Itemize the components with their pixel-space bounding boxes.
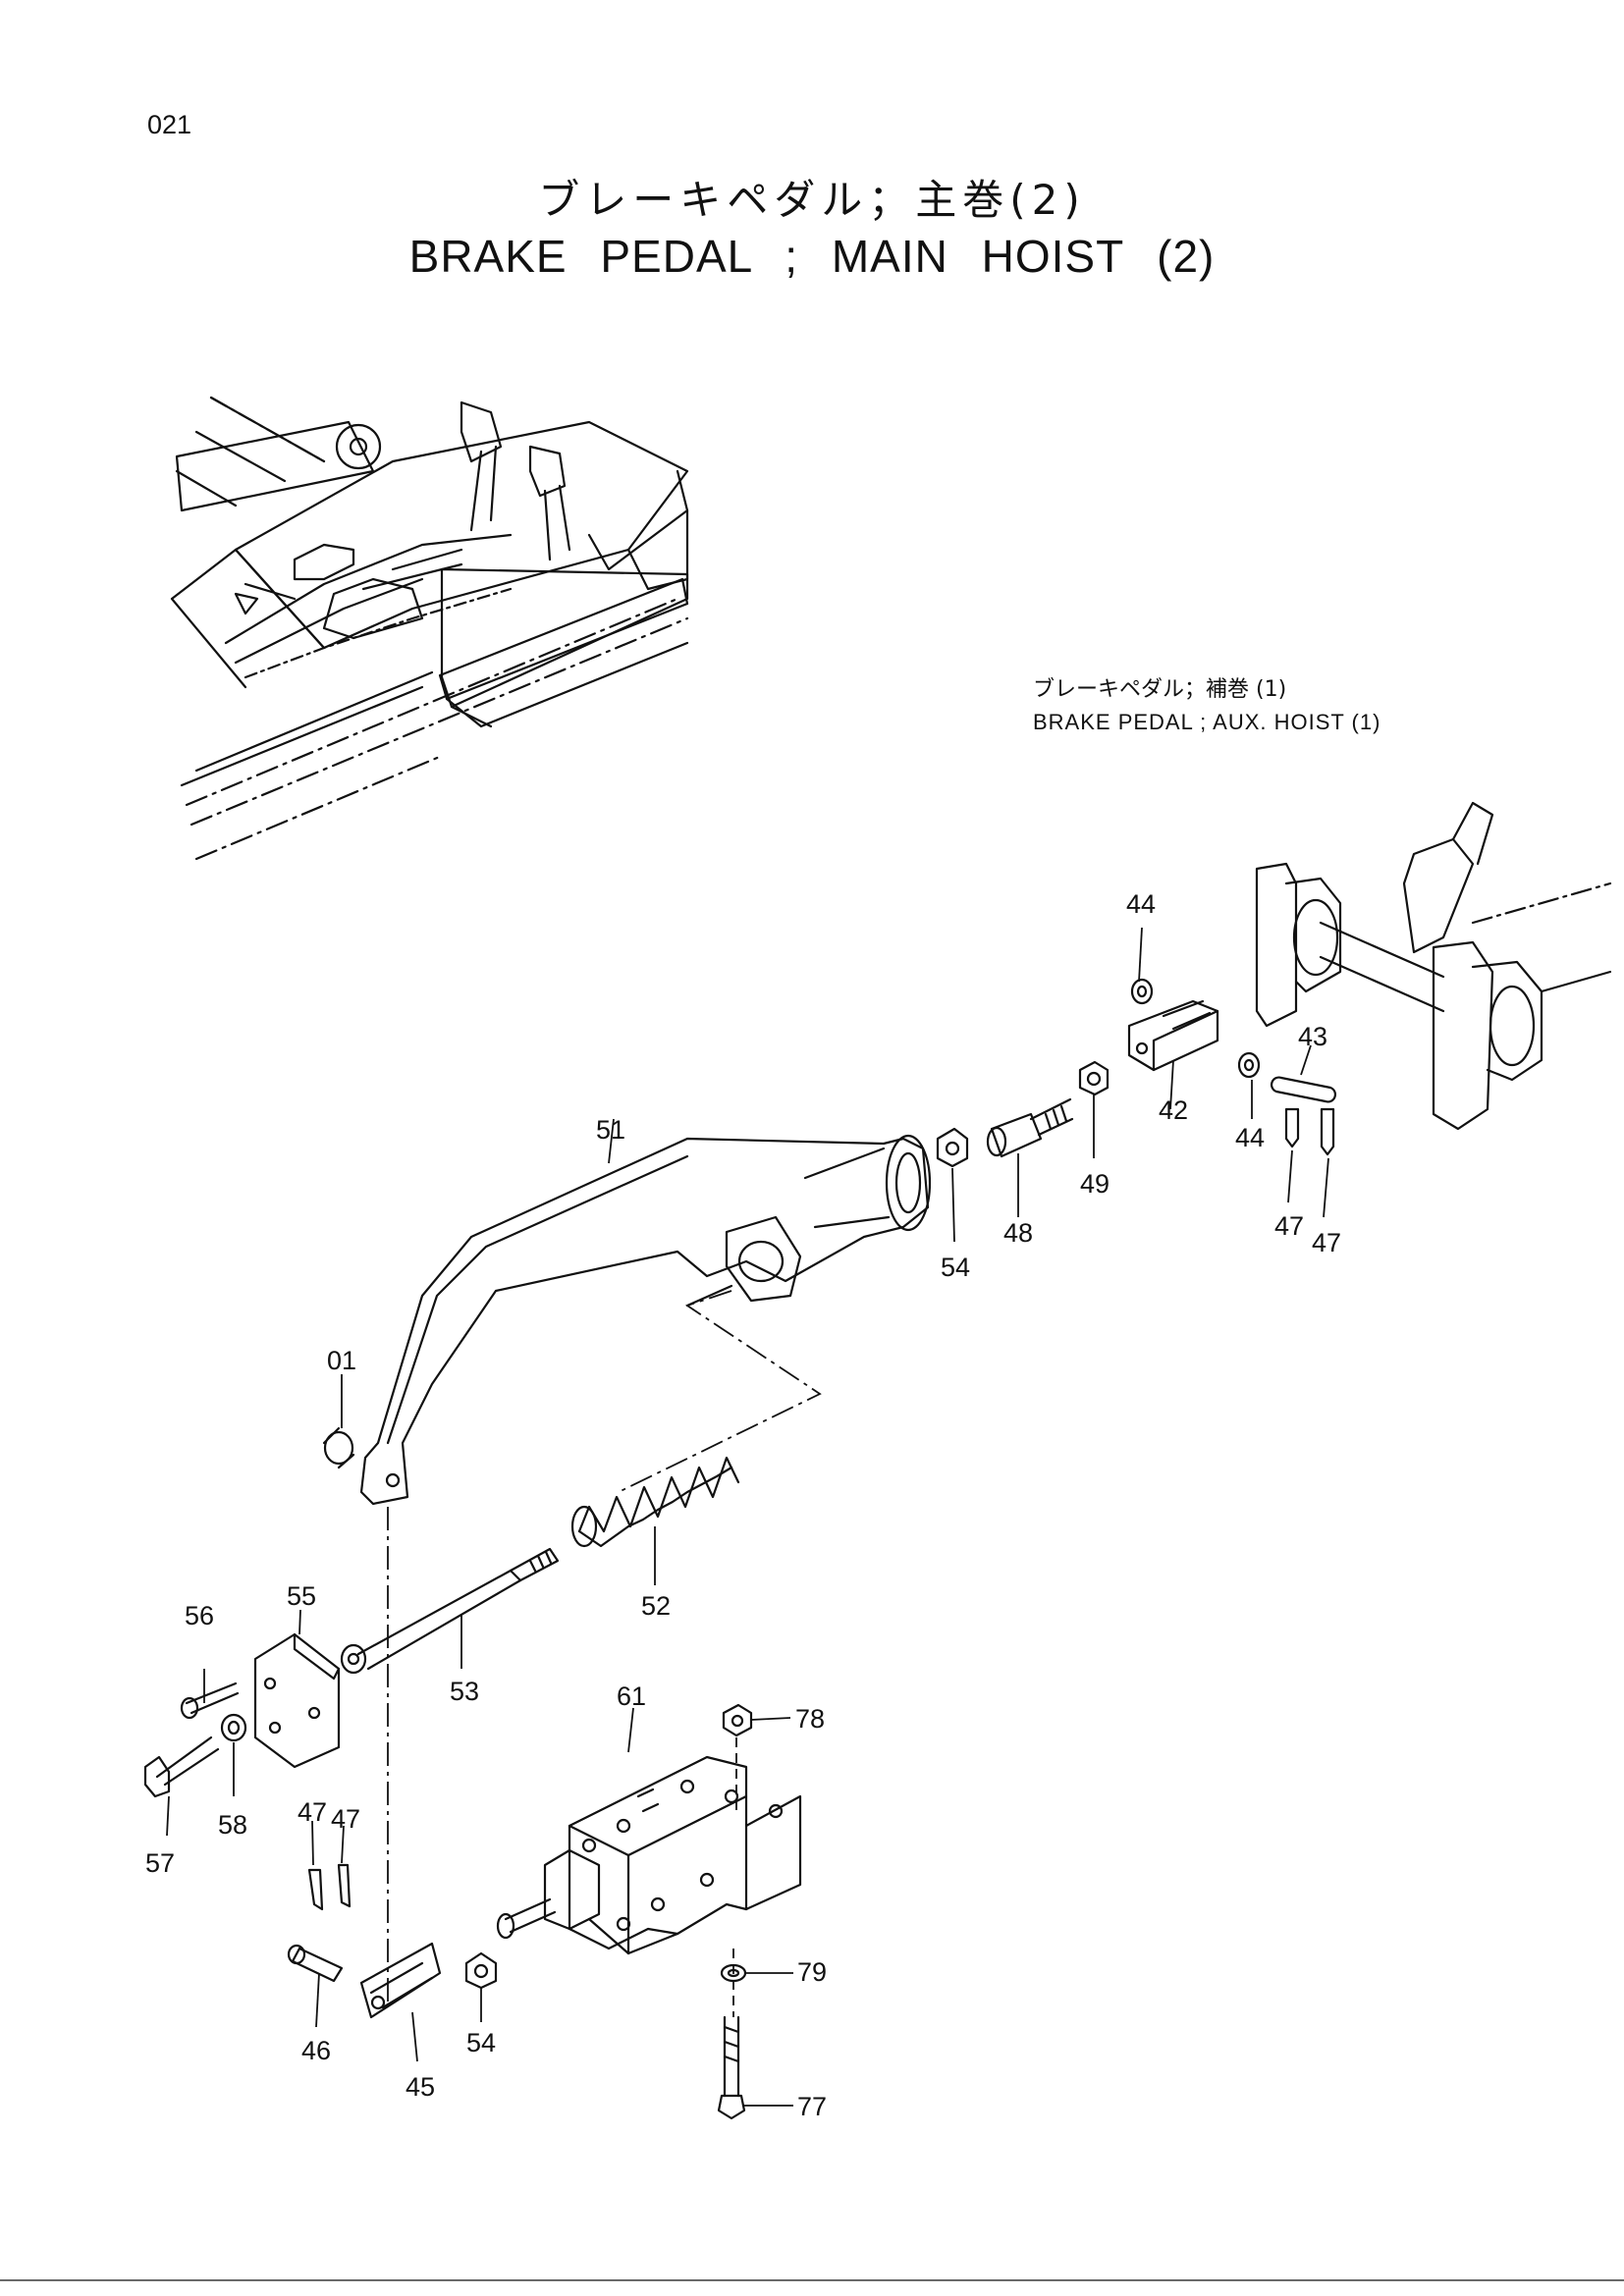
nut-54-lower xyxy=(464,1951,498,1990)
label-77: 77 xyxy=(797,2092,827,2121)
pin-43 xyxy=(1270,1076,1337,1103)
label-45: 45 xyxy=(406,2072,435,2102)
aux-note-japanese: ブレーキペダル；補巻 (1) xyxy=(1033,677,1287,702)
title-english: BRAKE PEDAL ; MAIN HOIST (2) xyxy=(408,231,1216,282)
nut-54-upper xyxy=(936,1127,969,1168)
label-55: 55 xyxy=(287,1581,316,1611)
cotter-47-d xyxy=(337,1863,352,1908)
label-56: 56 xyxy=(185,1601,214,1630)
label-43: 43 xyxy=(1298,1022,1327,1051)
label-78: 78 xyxy=(795,1704,825,1734)
label-47-d: 47 xyxy=(331,1804,360,1834)
washer-44-upper xyxy=(1130,978,1154,1005)
bushing-01 xyxy=(322,1426,355,1469)
nut-78 xyxy=(722,1703,753,1737)
label-46: 46 xyxy=(301,2036,331,2065)
nut-49 xyxy=(1078,1060,1110,1096)
clevis-42 xyxy=(1127,999,1219,1072)
aux-note-english: BRAKE PEDAL ; AUX. HOIST (1) xyxy=(1033,710,1381,734)
title-japanese: ブレーキペダル；主巻(2) xyxy=(538,176,1086,224)
label-01: 01 xyxy=(327,1346,356,1375)
bolt-57 xyxy=(143,1735,220,1798)
washer-44-lower xyxy=(1237,1051,1261,1079)
label-44-lower: 44 xyxy=(1235,1123,1265,1152)
pedal-lever-51 xyxy=(359,1134,932,1506)
aux-bracket xyxy=(1255,801,1612,1131)
spring-52 xyxy=(570,1456,740,1548)
label-51: 51 xyxy=(596,1115,625,1145)
overview-inset xyxy=(170,396,689,861)
washer-58 xyxy=(220,1713,247,1742)
label-44-upper: 44 xyxy=(1126,889,1156,919)
rod-end-48 xyxy=(986,1097,1074,1158)
label-52: 52 xyxy=(641,1591,671,1621)
label-57: 57 xyxy=(145,1848,175,1878)
clevis-45 xyxy=(359,1942,442,2019)
label-53: 53 xyxy=(450,1677,479,1706)
label-79: 79 xyxy=(797,1957,827,1987)
bolt-77 xyxy=(717,2015,746,2120)
cotter-47-c xyxy=(307,1868,324,1911)
label-49: 49 xyxy=(1080,1169,1110,1199)
cotter-47-a xyxy=(1284,1107,1300,1148)
label-58: 58 xyxy=(218,1810,247,1840)
valve-61 xyxy=(496,1755,802,1955)
pin-46 xyxy=(287,1944,344,1983)
bolt-56 xyxy=(180,1682,240,1720)
label-61: 61 xyxy=(617,1682,646,1711)
label-42: 42 xyxy=(1159,1095,1188,1125)
rod-53 xyxy=(340,1547,560,1675)
label-54-upper: 54 xyxy=(941,1253,970,1282)
cotter-47-b xyxy=(1320,1107,1335,1156)
plate-55 xyxy=(253,1632,341,1769)
label-47-b: 47 xyxy=(1312,1228,1341,1257)
label-48: 48 xyxy=(1003,1218,1033,1248)
label-47-a: 47 xyxy=(1274,1211,1304,1241)
label-54-lower: 54 xyxy=(466,2028,496,2057)
page-number: 021 xyxy=(147,110,192,139)
label-47-c: 47 xyxy=(298,1797,327,1827)
